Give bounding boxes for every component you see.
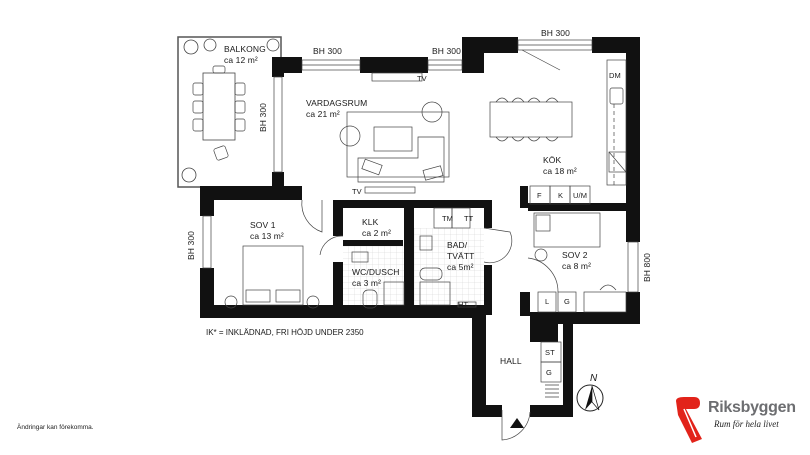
fixture-f: F: [537, 191, 542, 200]
fixture-l: L: [545, 297, 550, 306]
window-label-vardagsrum-left: BH 300: [313, 46, 342, 56]
room-wc-dusch-name: WC/DUSCH: [352, 267, 400, 277]
room-bad-tvatt-name-2: TVÄTT: [447, 251, 475, 261]
room-sov2-name: SOV 2: [562, 250, 588, 260]
fixture-um: U/M: [573, 191, 588, 200]
room-sov1-name: SOV 1: [250, 220, 276, 230]
fixture-ht: HT: [458, 300, 469, 309]
kitchen-furniture: [489, 59, 627, 205]
window-label-vardagsrum-right: BH 300: [432, 46, 461, 56]
balcony: [177, 36, 282, 188]
room-bad-tvatt-name-1: BAD/: [447, 240, 468, 250]
room-klk-name: KLK: [362, 217, 379, 227]
logo-brand: Riksbyggen: [708, 399, 796, 416]
sov1-furniture: [224, 199, 323, 309]
room-balkong-name: BALKONG: [224, 44, 266, 54]
window-label-sov2: BH 800: [641, 253, 652, 282]
living-furniture: [339, 101, 450, 183]
compass-label: N: [590, 373, 598, 384]
room-klk-area: ca 2 m²: [362, 228, 392, 238]
tv-units: [364, 72, 423, 194]
room-kok-name: KÖK: [543, 155, 562, 165]
window-label-kok: BH 300: [541, 28, 570, 38]
room-sov1-area: ca 13 m²: [250, 231, 284, 241]
disclaimer: Ändringar kan förekomma.: [17, 424, 94, 431]
room-sov2-area: ca 8 m²: [562, 261, 592, 271]
compass-icon: [576, 384, 604, 412]
fixture-tt: TT: [464, 214, 474, 223]
legend-note: IK* = INKLÄDNAD, FRI HÖJD UNDER 2350: [206, 328, 364, 337]
room-balkong-area: ca 12 m²: [224, 55, 258, 65]
fixture-g-sov2: G: [564, 297, 570, 306]
riksbyggen-logo: Riksbyggen Rum för hela livet: [670, 395, 800, 445]
fixture-g-hall: G: [546, 368, 552, 377]
fixture-st: ST: [545, 348, 555, 357]
room-kok-area: ca 18 m²: [543, 166, 577, 176]
room-vardagsrum-area: ca 21 m²: [306, 109, 340, 119]
hall-fixtures: [501, 341, 562, 441]
logo-tagline: Rum för hela livet: [714, 419, 779, 429]
fixture-tm: TM: [442, 214, 454, 223]
fixture-dm: DM: [609, 71, 621, 80]
sov2-furniture: [527, 212, 627, 313]
fixture-tv-bottom: TV: [352, 187, 362, 196]
room-hall-name: HALL: [500, 356, 522, 366]
bathroom-tiles: [319, 207, 513, 309]
walls: [200, 37, 640, 417]
room-wc-dusch-area: ca 3 m²: [352, 278, 382, 288]
window-label-balkong-door: BH 300: [257, 103, 268, 132]
window-label-sov1: BH 300: [185, 231, 196, 260]
room-vardagsrum-name: VARDAGSRUM: [306, 98, 368, 108]
fixture-tv-top: TV: [417, 74, 427, 83]
entrance-arrow-icon: [510, 418, 524, 428]
windows: [202, 39, 639, 293]
room-bad-tvatt-area: ca 5m²: [447, 262, 474, 272]
riksbyggen-logo-icon: [676, 397, 702, 443]
fixture-k: K: [558, 191, 564, 200]
